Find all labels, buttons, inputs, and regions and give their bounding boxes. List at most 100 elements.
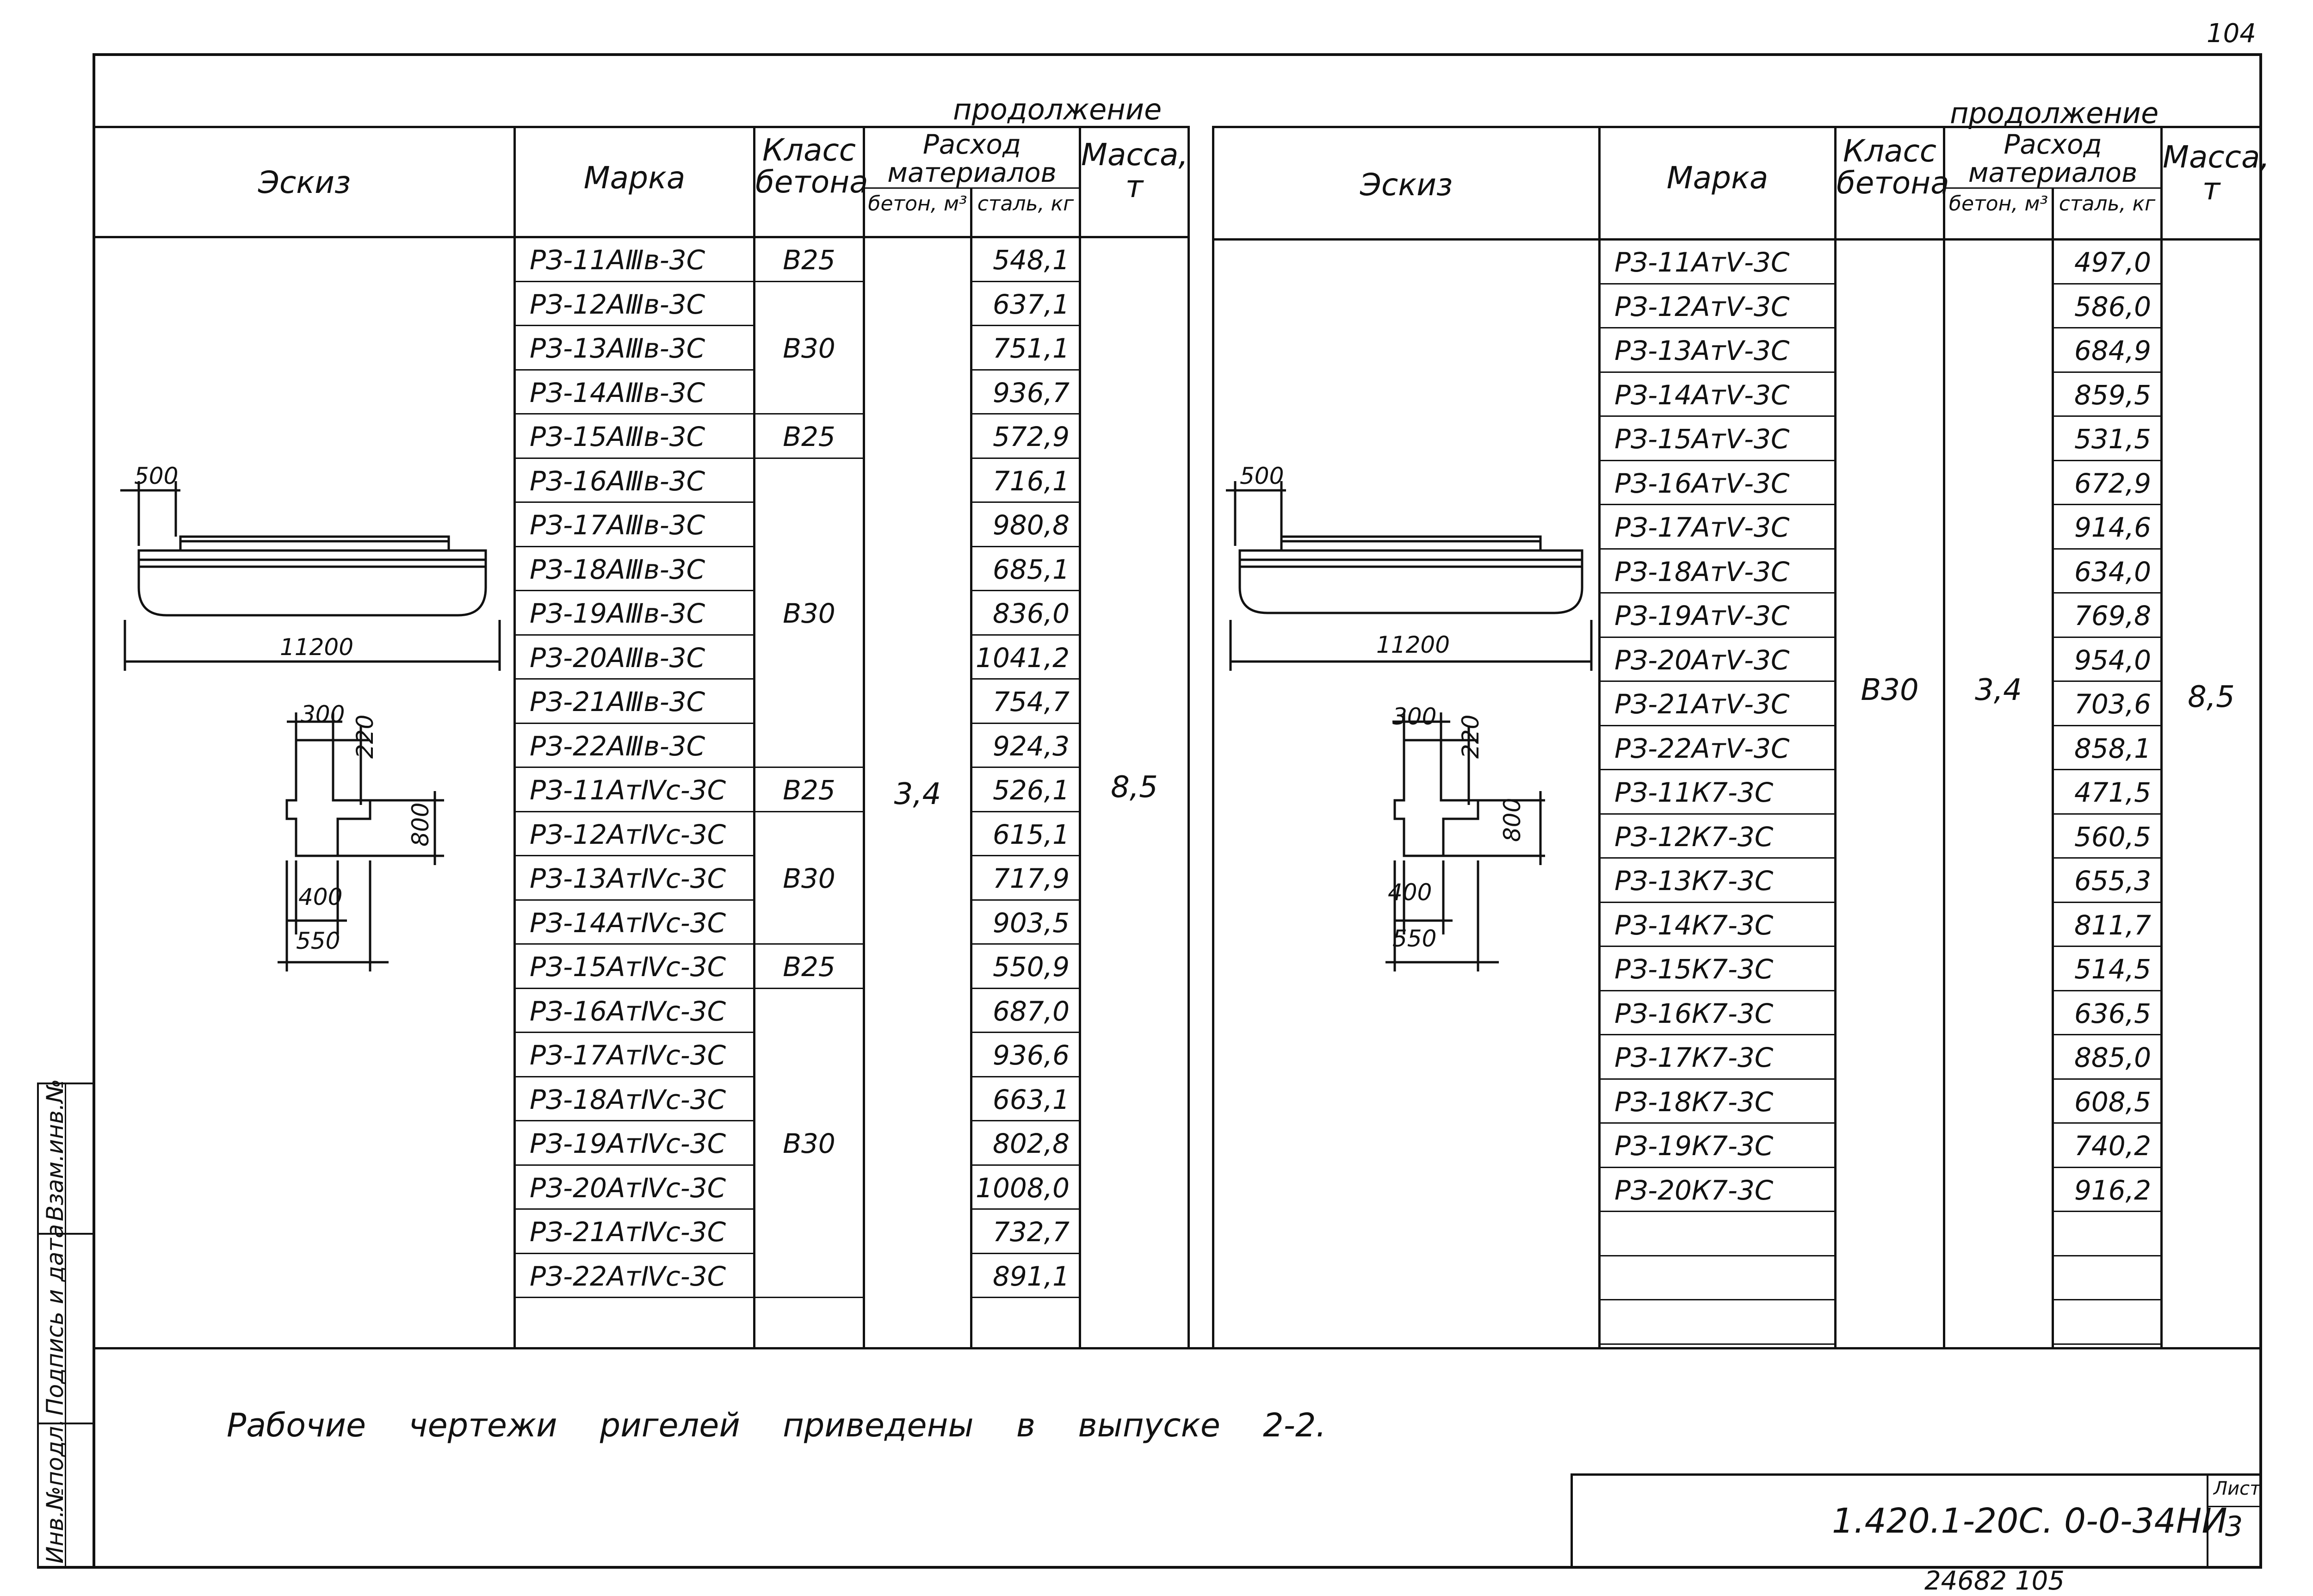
stamp-replacement: Взам.инв.№ — [42, 1079, 68, 1221]
right-concrete-volume: 3,4 — [1975, 673, 2022, 707]
right-mark-cell: РЗ-14К7-3С — [1614, 909, 1774, 941]
left-row-divider — [516, 987, 753, 989]
left-row-divider — [516, 943, 753, 945]
right-dim-bottom-width: 550 — [1392, 925, 1437, 952]
right-steel-cell: 811,7 — [2074, 909, 2151, 941]
left-mark-cell: РЗ-20АтⅣс-3С — [530, 1172, 726, 1204]
left-steel-divider — [972, 413, 1079, 414]
left-class-cell: В25 — [783, 951, 835, 983]
left-dim-web-width: 400 — [298, 884, 343, 910]
left-mark-cell: РЗ-13АтⅣс-3С — [530, 863, 726, 894]
left-row-divider — [516, 413, 753, 414]
left-mark-cell: РЗ-22АтⅣс-3С — [530, 1260, 726, 1292]
right-mark-cell: РЗ-20АтⅤ-3С — [1614, 644, 1790, 676]
left-steel-cell: 717,9 — [992, 863, 1070, 894]
left-class-divider — [755, 1297, 863, 1298]
left-mark-cell: РЗ-17АⅢв-3С — [530, 509, 705, 541]
right-header-steel: сталь, кг — [2059, 192, 2156, 216]
right-row-divider — [1601, 946, 1834, 947]
right-row-divider — [1601, 1122, 1834, 1124]
left-steel-cell: 802,8 — [992, 1128, 1070, 1159]
left-class-cell: В30 — [783, 597, 835, 629]
left-steel-divider — [972, 1297, 1079, 1298]
right-mark-cell: РЗ-19АтⅤ-3С — [1614, 600, 1790, 631]
right-header-class: Класс бетона — [1837, 133, 1949, 201]
right-concrete-class: В30 — [1861, 673, 1919, 707]
right-row-divider — [1601, 1211, 1834, 1212]
right-row-divider — [1601, 1034, 1834, 1035]
left-steel-divider — [972, 369, 1079, 371]
left-mark-cell: РЗ-18АтⅣс-3С — [530, 1083, 726, 1115]
right-steel-divider — [2054, 857, 2160, 859]
left-steel-cell: 836,0 — [992, 598, 1070, 629]
left-steel-divider — [972, 325, 1079, 326]
left-row-divider — [516, 722, 753, 724]
right-mark-cell: РЗ-14АтⅤ-3С — [1614, 379, 1790, 411]
right-steel-divider — [2054, 1034, 2160, 1035]
right-steel-divider — [2054, 636, 2160, 638]
note-text: Рабочие чертежи ригелей приведены в выпу… — [227, 1406, 1326, 1444]
left-steel-divider — [972, 899, 1079, 901]
frame-bottom — [37, 1566, 2262, 1569]
stamp-outer — [37, 1083, 39, 1568]
left-class-cell: В30 — [783, 862, 835, 894]
left-row-divider — [516, 855, 753, 856]
right-steel-divider — [2054, 371, 2160, 373]
left-steel-divider — [972, 545, 1079, 547]
left-steel-divider — [972, 1120, 1079, 1121]
stamp-signature: Подпись и дата — [42, 1224, 68, 1416]
continuation-right: продолжение — [1950, 96, 2159, 130]
left-steel-divider — [972, 767, 1079, 768]
right-steel-divider — [2054, 813, 2160, 815]
frame-top — [93, 53, 2262, 56]
left-row-divider — [516, 634, 753, 636]
left-dim-top-height: 220 — [352, 714, 378, 759]
left-steel-divider — [972, 1208, 1079, 1210]
left-mark-cell: РЗ-20АⅢв-3С — [530, 642, 705, 674]
right-steel-divider — [2054, 415, 2160, 417]
title-block-left — [1571, 1473, 1573, 1568]
right-mark-cell: РЗ-16К7-3С — [1614, 997, 1774, 1029]
left-steel-cell: 685,1 — [992, 553, 1070, 585]
left-mark-cell: РЗ-12АⅢв-3С — [530, 288, 705, 320]
left-mark-cell: РЗ-11АтⅣс-3С — [530, 774, 726, 806]
left-header-class: Класс бетона — [755, 132, 868, 200]
left-mark-cell: РЗ-16АⅢв-3С — [530, 465, 705, 497]
right-row-divider — [1601, 901, 1834, 903]
right-steel-cell: 634,0 — [2074, 556, 2151, 588]
notes-divider — [93, 1347, 2262, 1349]
right-mark-cell: РЗ-13К7-3С — [1614, 865, 1774, 897]
right-dim-top-width: 300 — [1392, 703, 1437, 730]
left-class-cell: В25 — [783, 244, 835, 276]
left-mark-cell: РЗ-15АтⅣс-3С — [530, 951, 726, 983]
left-row-divider — [516, 899, 753, 901]
left-mark-cell: РЗ-21АⅢв-3С — [530, 686, 705, 718]
left-class-divider — [755, 413, 863, 414]
right-row-divider — [1601, 680, 1834, 682]
right-row-divider — [1601, 592, 1834, 594]
left-dim-height: 800 — [407, 802, 434, 847]
left-row-divider — [516, 1208, 753, 1210]
right-steel-cell: 514,5 — [2074, 953, 2151, 985]
right-mark-cell: РЗ-17АтⅤ-3С — [1614, 512, 1790, 543]
left-mark-cell: РЗ-18АⅢв-3С — [530, 553, 705, 585]
left-steel-divider — [972, 1076, 1079, 1077]
right-row-divider — [1601, 813, 1834, 815]
right-steel-divider — [2054, 548, 2160, 550]
right-steel-cell: 703,6 — [2074, 688, 2151, 720]
right-steel-cell: 497,0 — [2074, 247, 2151, 278]
left-header-concrete: бетон, м³ — [868, 192, 967, 216]
right-row-divider — [1601, 459, 1834, 461]
left-class-divider — [755, 987, 863, 989]
document-code: 1.420.1-20С. 0-0-34НИ — [1832, 1501, 2227, 1541]
left-row-divider — [516, 369, 753, 371]
left-dim-offset: 500 — [134, 463, 179, 489]
right-row-divider — [1601, 548, 1834, 550]
left-header-materials: Расход материалов — [887, 129, 1057, 188]
right-steel-divider — [2054, 901, 2160, 903]
left-dim-length: 11200 — [280, 634, 354, 661]
left-steel-divider — [972, 634, 1079, 636]
right-steel-cell: 560,5 — [2074, 821, 2151, 853]
left-steel-divider — [972, 678, 1079, 680]
archive-number: 24682 105 — [1924, 1566, 2065, 1596]
